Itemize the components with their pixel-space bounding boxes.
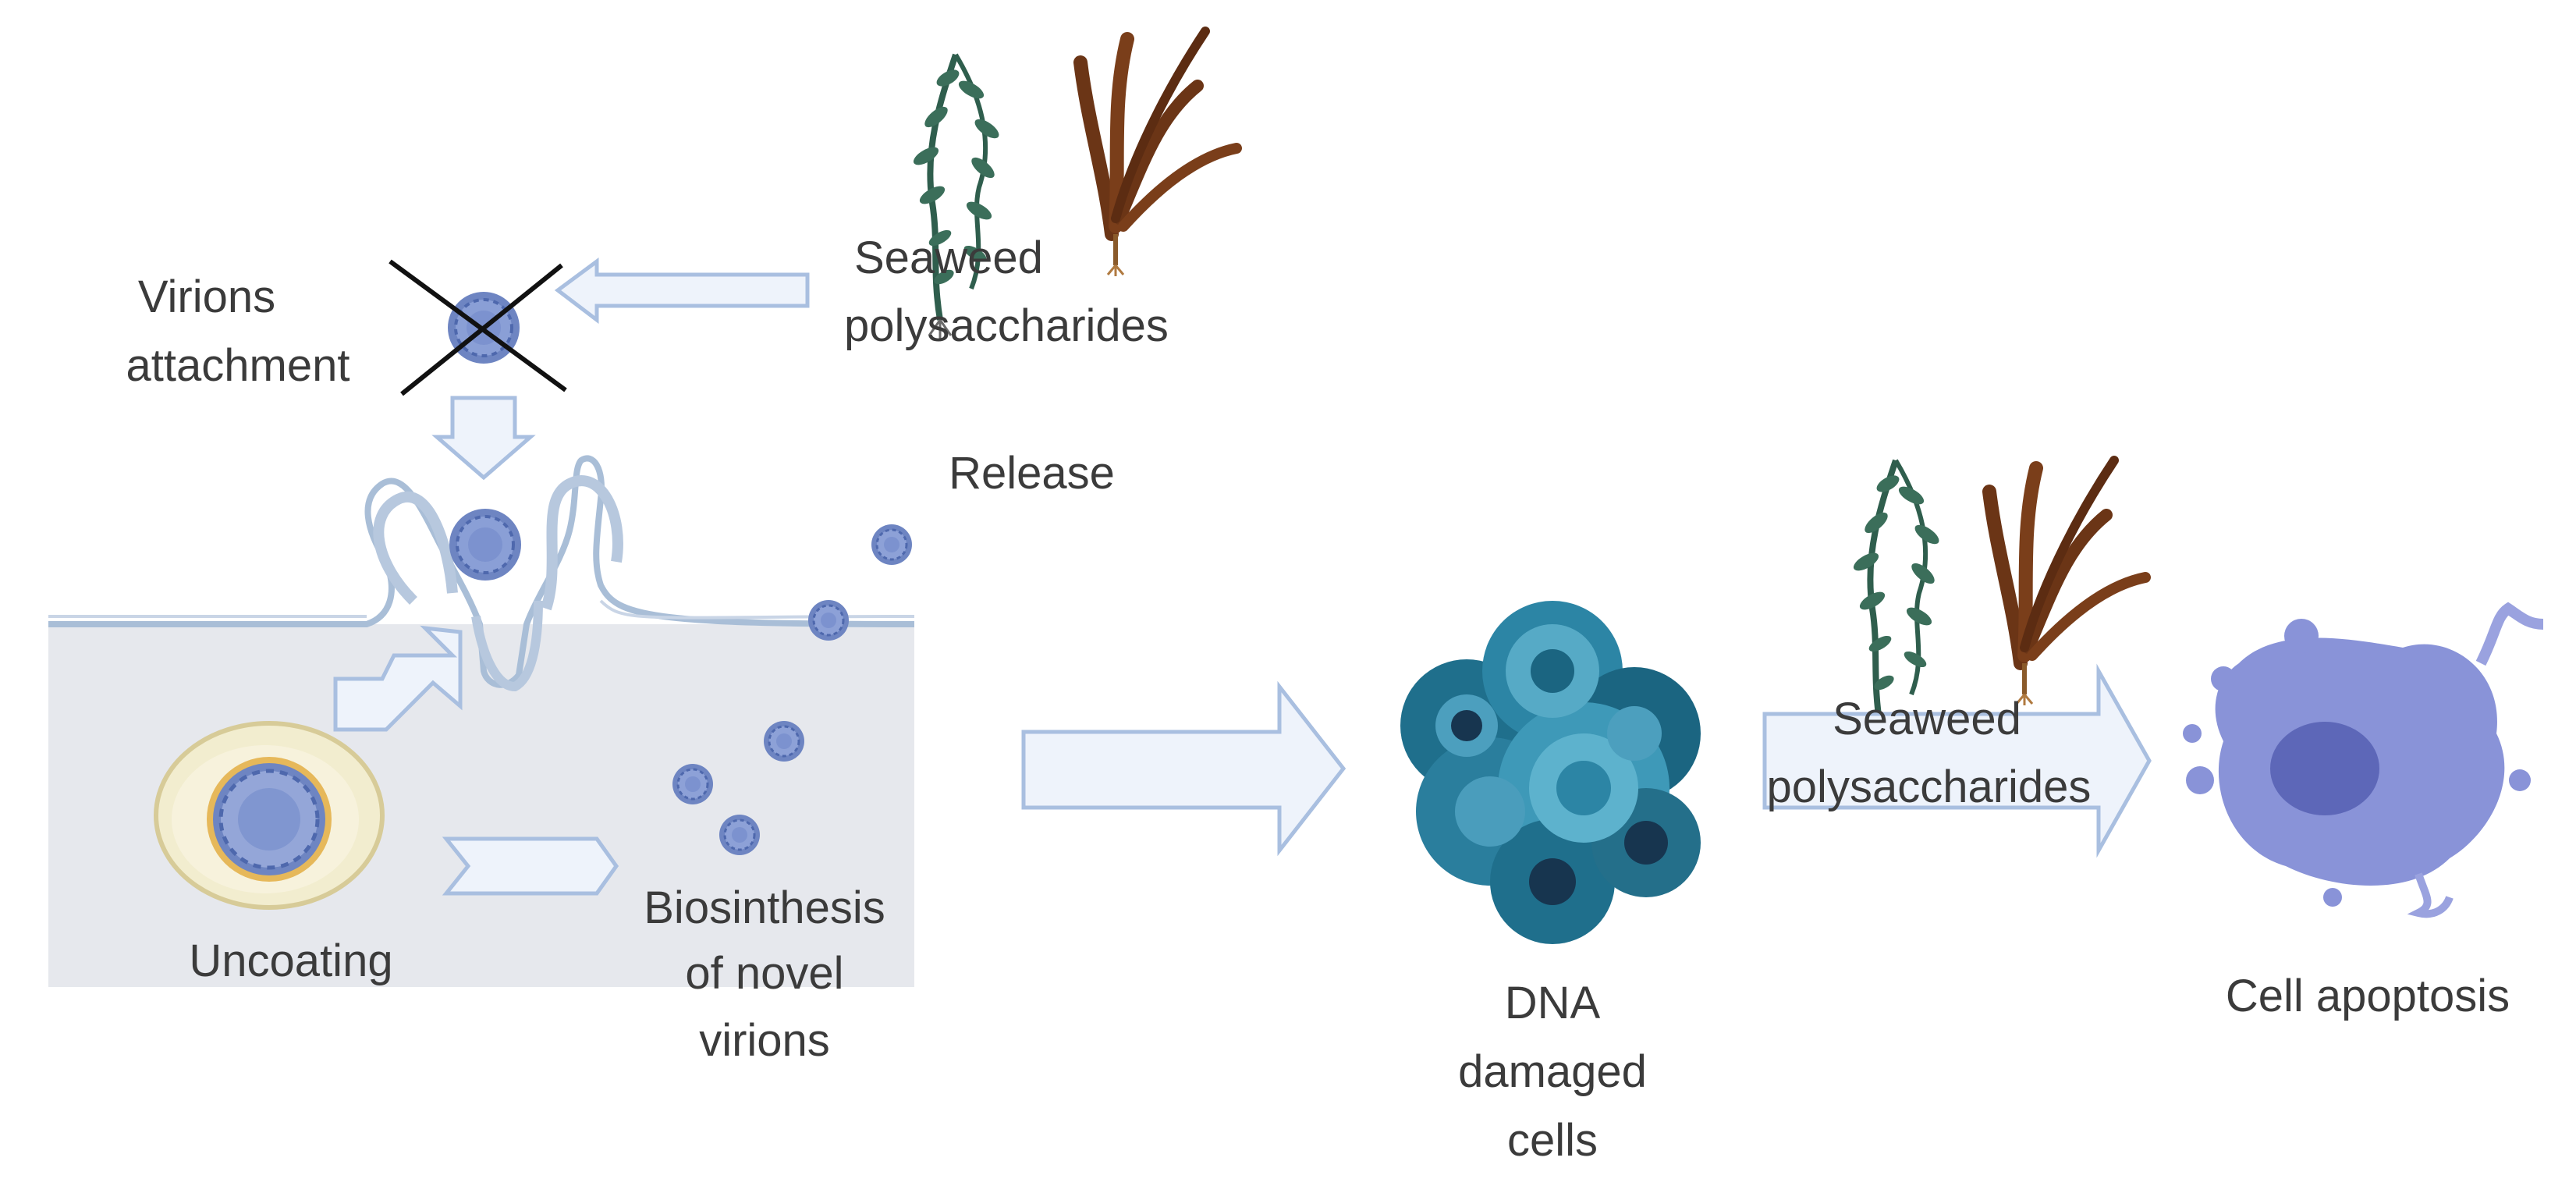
release-label: Release bbox=[949, 448, 1115, 499]
biosynthesis-label-1: Biosinthesis bbox=[644, 882, 885, 933]
cross-icon bbox=[389, 259, 567, 392]
brown-seaweed-right-icon bbox=[1989, 460, 2145, 705]
inhibit-arrow bbox=[554, 257, 810, 325]
novel-virion-icon bbox=[671, 762, 715, 806]
virions-label-2: attachment bbox=[126, 340, 350, 391]
uncoating-label: Uncoating bbox=[189, 936, 393, 986]
dna-label-3: cells bbox=[1506, 1115, 1598, 1166]
main-arrow bbox=[1021, 680, 1347, 857]
seaweed-right-label-1: Seaweed bbox=[1833, 694, 2021, 744]
uncoating-virion-icon bbox=[207, 757, 332, 882]
apoptosis-arrow bbox=[1762, 663, 2152, 858]
brown-seaweed-icon bbox=[1080, 31, 1237, 276]
dna-label-1: DNA bbox=[1504, 978, 1601, 1028]
seaweed-top-label-1: Seaweed bbox=[854, 233, 1043, 283]
apoptosis-label: Cell apoptosis bbox=[2225, 971, 2510, 1021]
seaweed-right-label-2: polysaccharides bbox=[1766, 762, 2092, 812]
down-arrow bbox=[431, 396, 536, 481]
uncoating-arrow bbox=[442, 836, 619, 896]
entry-arrow bbox=[333, 625, 463, 732]
biosynthesis-label-2: of novel bbox=[685, 948, 844, 999]
virions-label-1: Virions bbox=[137, 272, 276, 322]
entering-virion-icon bbox=[448, 507, 523, 582]
apoptotic-cell-icon bbox=[2183, 602, 2544, 918]
biosynthesis-label-3: virions bbox=[699, 1015, 830, 1066]
seaweed-top-label-2: polysaccharides bbox=[844, 300, 1169, 351]
damaged-cells-icon bbox=[1400, 601, 1701, 944]
dna-label-2: damaged bbox=[1458, 1046, 1647, 1097]
